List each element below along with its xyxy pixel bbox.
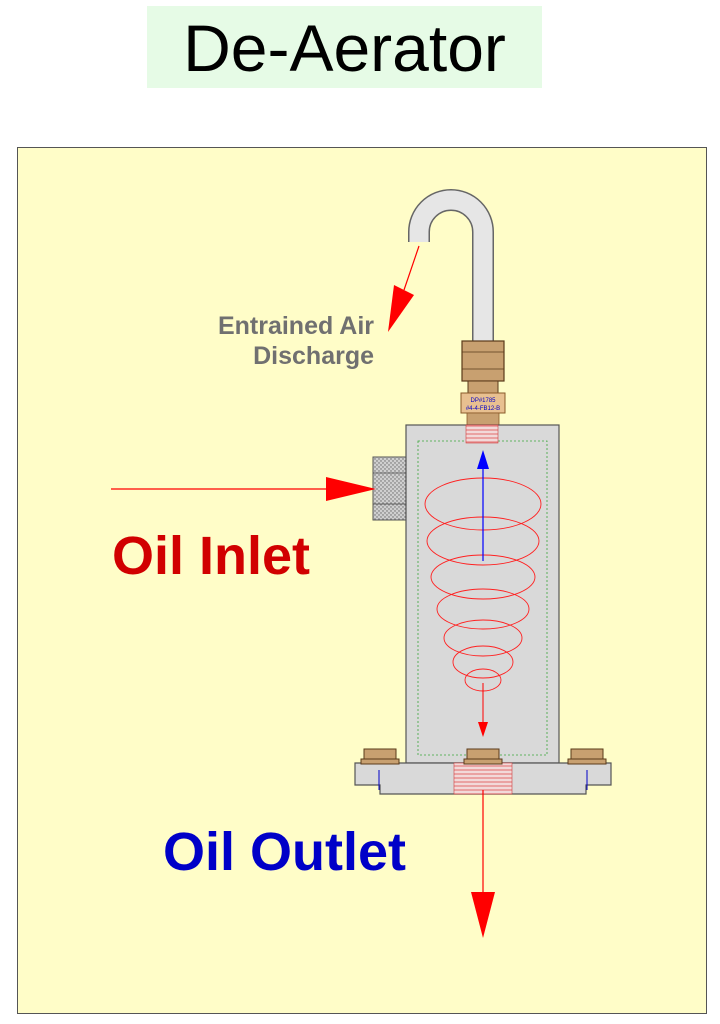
bolt-center [463, 748, 503, 765]
base-plate [354, 762, 612, 795]
air-discharge-label-line1: Entrained Air [218, 312, 374, 340]
fitting-part-number: DP#1785 [470, 398, 496, 404]
internal-oil-arrow [478, 683, 488, 737]
oil-inlet-label: Oil Inlet [112, 526, 310, 586]
air-flow-arrow [477, 450, 489, 561]
title-banner: De-Aerator [147, 6, 542, 88]
oil-inlet-arrow [111, 477, 376, 501]
diagram-panel [17, 147, 707, 1014]
bolt-right [567, 748, 607, 765]
air-discharge-arrow [388, 245, 420, 332]
oil-outlet-arrow [471, 790, 495, 938]
page-title: De-Aerator [183, 11, 506, 85]
tube-nut [461, 340, 505, 394]
fitting-adapter: DP#1785 #4-4-FB12-B [460, 392, 506, 426]
fitting-part-code: #4-4-FB12-B [466, 406, 500, 412]
oil-outlet-label: Oil Outlet [163, 822, 406, 882]
air-discharge-label-line2: Discharge [253, 342, 374, 370]
inlet-port [372, 456, 407, 521]
bolt-left [360, 748, 400, 765]
